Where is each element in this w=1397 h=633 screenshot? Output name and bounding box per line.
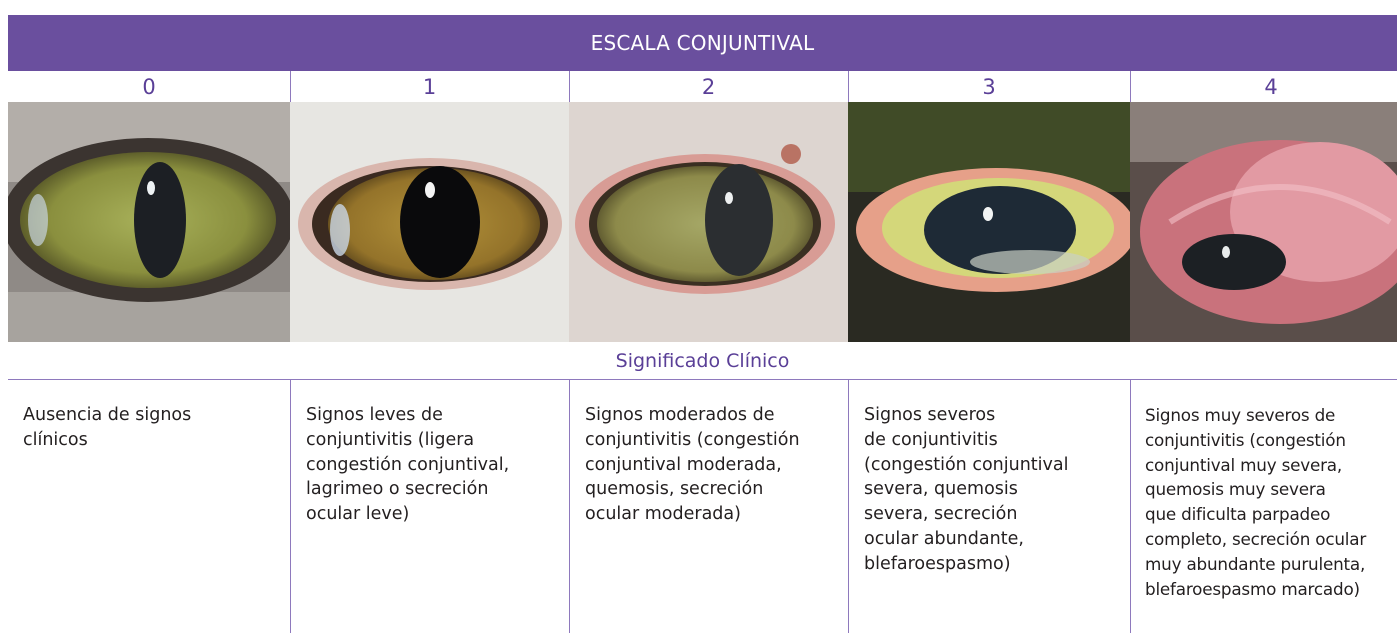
column-divider — [290, 379, 291, 633]
eye-photo-row — [8, 102, 1397, 342]
table-title: ESCALA CONJUNTIVAL — [8, 15, 1397, 71]
grade-0-label: 0 — [142, 74, 156, 99]
grade-2-label: 2 — [701, 74, 716, 99]
grade-2-description: Signos moderados de conjuntivitis (conge… — [585, 405, 800, 525]
cat-eye-very-severe-photo — [1130, 102, 1397, 342]
grade-1-description: Signos leves de conjuntivitis (ligera co… — [306, 405, 510, 525]
section-divider — [8, 379, 1397, 380]
cat-eye-mild-photo — [290, 102, 569, 342]
cat-eye-moderate-photo — [569, 102, 848, 342]
section-label: Significado Clínico — [615, 349, 790, 372]
grade-3-label: 3 — [982, 74, 996, 99]
grade-1-label: 1 — [422, 74, 437, 99]
grade-4-description: Signos muy severos de conjuntivitis (con… — [1145, 405, 1367, 599]
column-divider — [848, 379, 849, 633]
cat-eye-normal-photo — [8, 102, 290, 342]
grade-4-label: 4 — [1264, 74, 1278, 99]
grade-0-description: Ausencia de signos clínicos — [23, 405, 192, 450]
grade-3-description: Signos severos de conjuntivitis (congest… — [864, 405, 1069, 574]
cat-eye-severe-photo — [848, 102, 1130, 342]
column-divider — [569, 379, 570, 633]
grade-header-row: 0 1 2 3 4 — [8, 71, 1397, 102]
column-divider — [1130, 379, 1131, 633]
